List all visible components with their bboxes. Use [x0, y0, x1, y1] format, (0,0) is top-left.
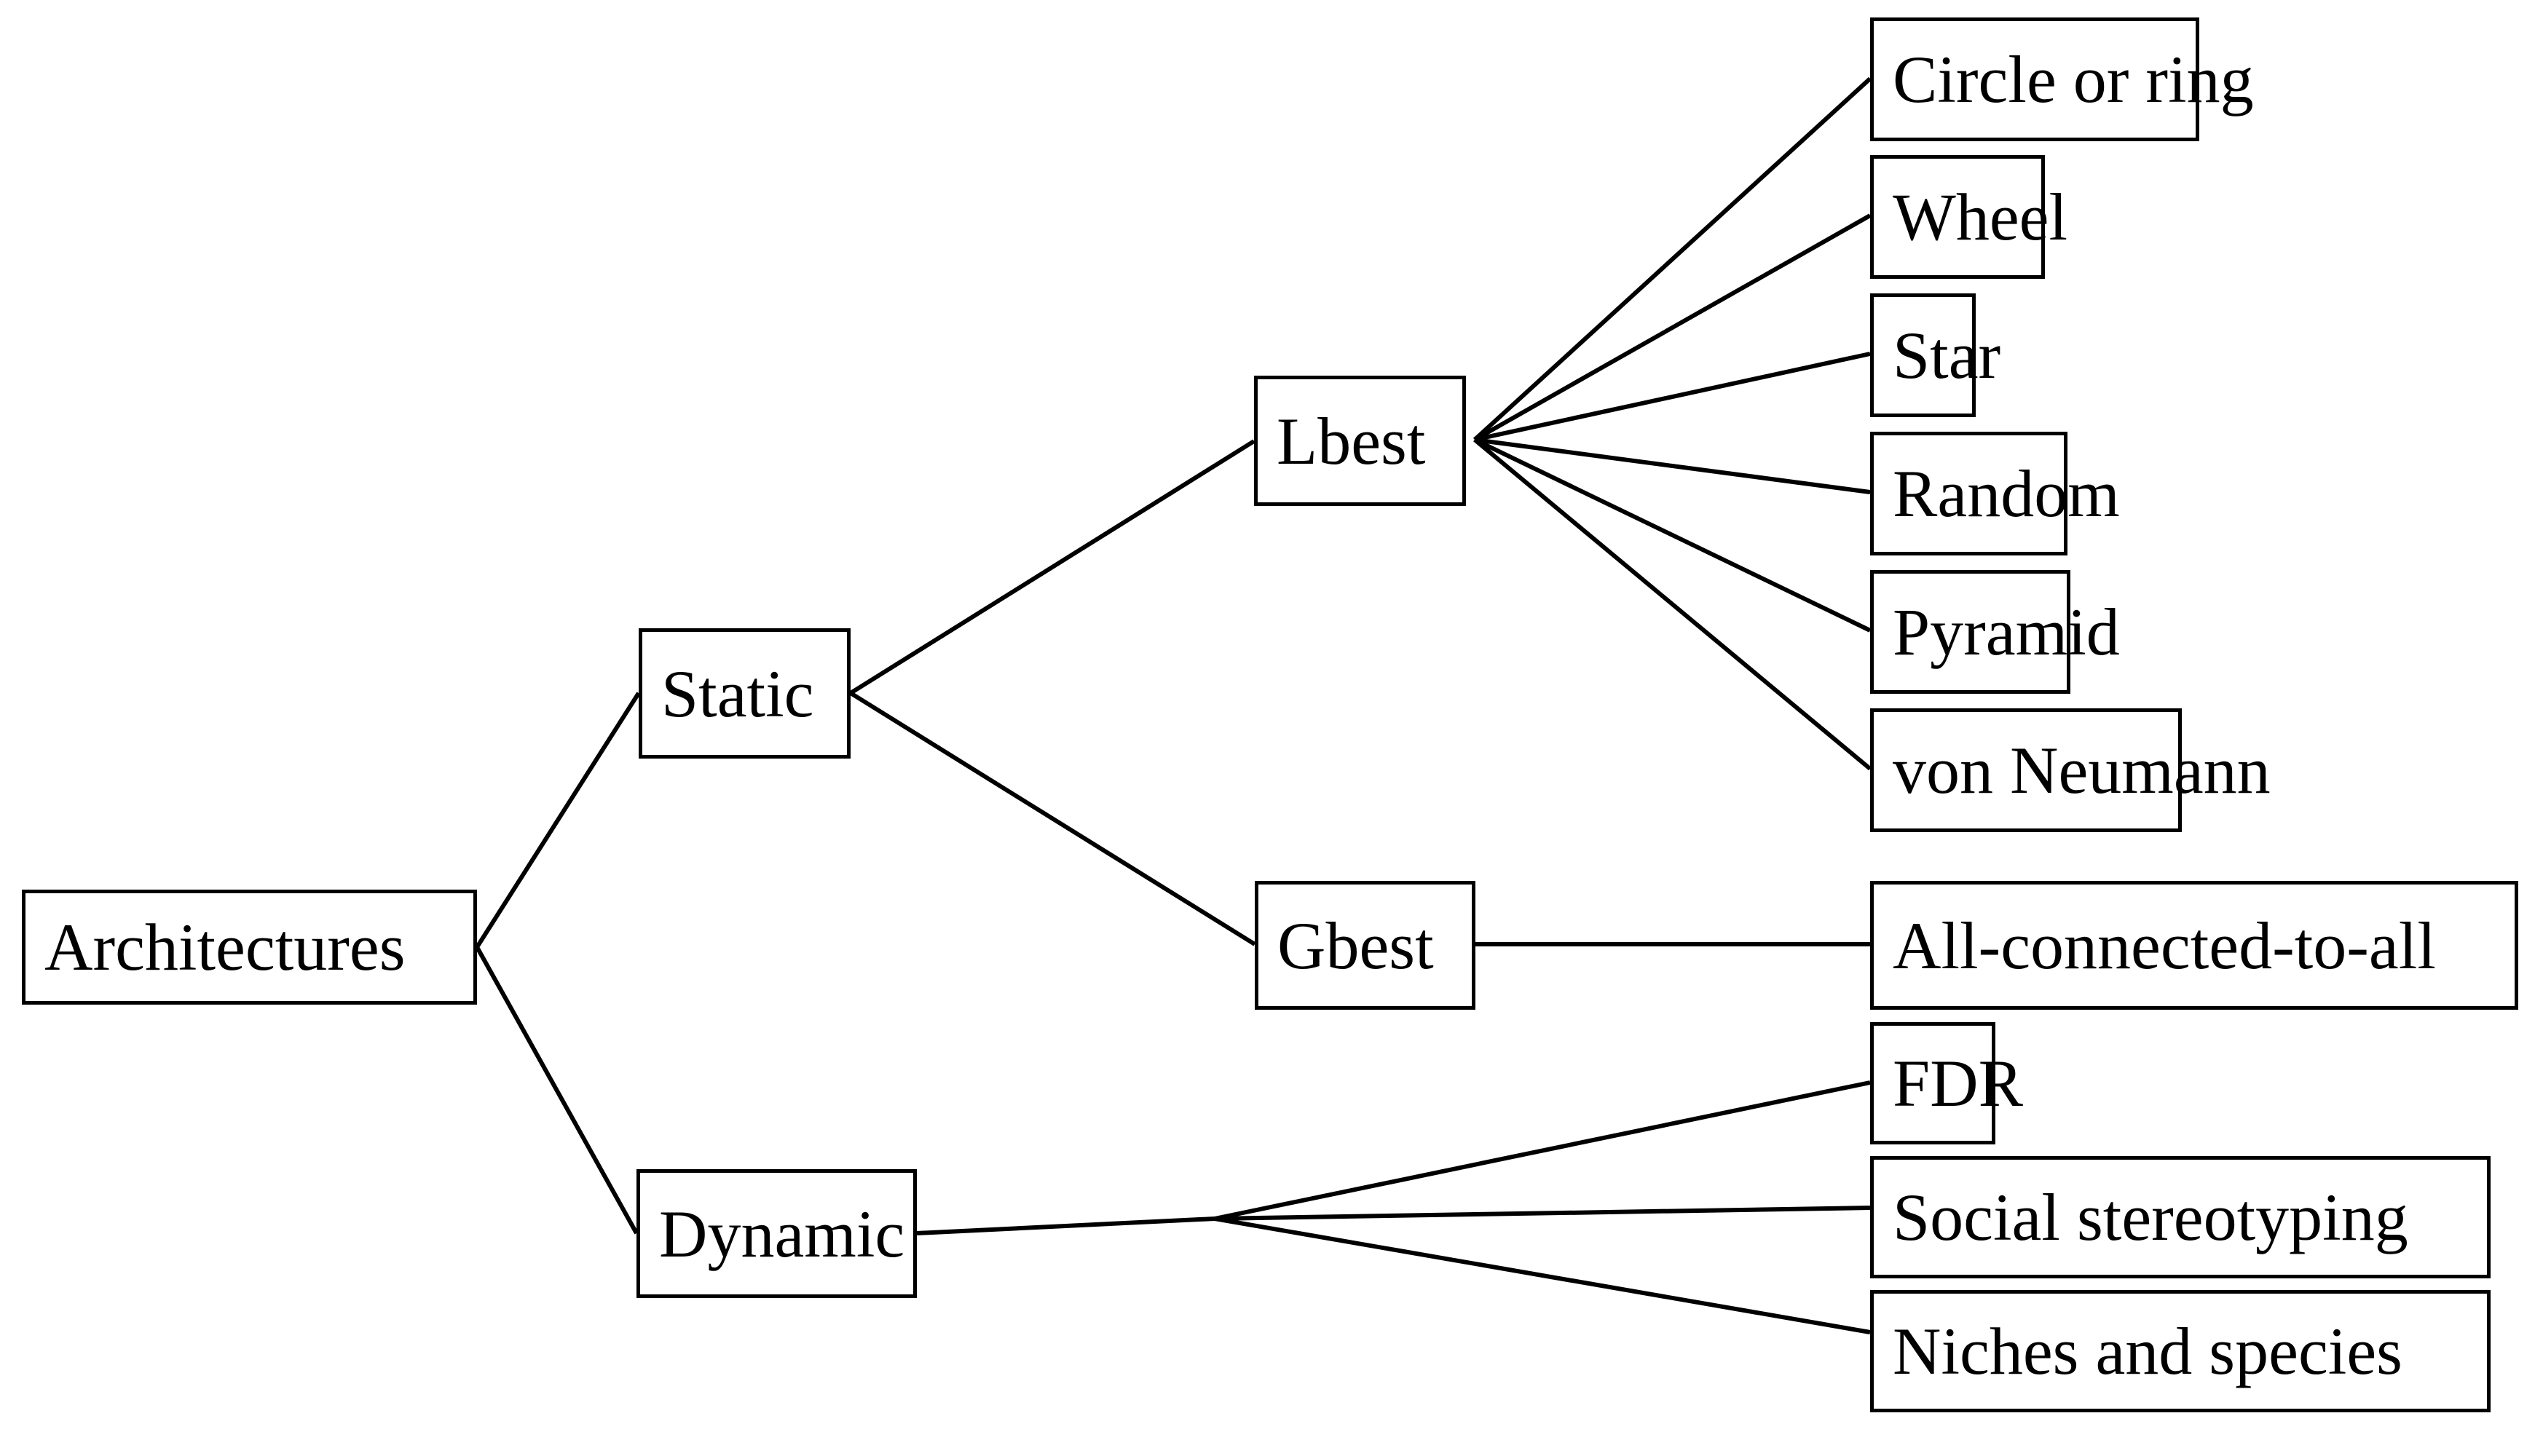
edge-junction-to-social-stereotyping: [1214, 1206, 1871, 1221]
edge-lbest-to-star: [1474, 352, 1871, 442]
node-lbest-label: Lbest: [1277, 403, 1426, 478]
node-fdr[interactable]: FDR: [1870, 1022, 2023, 1144]
node-static[interactable]: Static: [639, 628, 851, 759]
node-niches-and-species-label: Niches and species: [1893, 1314, 2402, 1388]
node-niches-and-species[interactable]: Niches and species: [1870, 1290, 2491, 1412]
node-pyramid-label: Pyramid: [1893, 595, 2120, 669]
node-circle-or-ring-label: Circle or ring: [1893, 42, 2254, 116]
node-gbest-label: Gbest: [1277, 908, 1434, 983]
node-star[interactable]: Star: [1870, 293, 2000, 417]
edge-dynamic-to-junction: [916, 1216, 1215, 1235]
node-dynamic-label: Dynamic: [659, 1196, 905, 1271]
node-von-neumann[interactable]: von Neumann: [1870, 708, 2271, 832]
node-random-label: Random: [1893, 456, 2120, 531]
node-social-stereotyping-label: Social stereotyping: [1893, 1180, 2408, 1254]
edge-junction-to-niches-and-species: [1214, 1216, 1871, 1334]
edge-lbest-to-von-neumann: [1473, 438, 1872, 771]
node-architectures-label: Architectures: [44, 910, 406, 984]
edge-static-to-lbest: [849, 439, 1255, 695]
edge-root-to-dynamic: [475, 946, 639, 1235]
node-circle-or-ring[interactable]: Circle or ring: [1870, 17, 2254, 141]
edge-static-to-gbest: [849, 691, 1256, 946]
node-wheel[interactable]: Wheel: [1870, 155, 2067, 279]
edge-root-to-static: [475, 692, 641, 949]
edge-junction-to-fdr: [1214, 1080, 1871, 1221]
node-all-connected-to-all-label: All-connected-to-all: [1893, 908, 2436, 983]
edge-lbest-to-wheel: [1473, 213, 1872, 442]
node-gbest[interactable]: Gbest: [1255, 881, 1475, 1010]
node-wheel-label: Wheel: [1893, 180, 2068, 254]
node-fdr-label: FDR: [1893, 1046, 2023, 1120]
node-architectures[interactable]: Architectures: [22, 890, 477, 1005]
node-von-neumann-label: von Neumann: [1893, 733, 2271, 807]
node-star-label: Star: [1893, 318, 2001, 392]
edge-lbest-to-circle-or-ring: [1472, 76, 1872, 442]
node-static-label: Static: [661, 656, 814, 731]
edge-lbest-to-random: [1474, 438, 1871, 494]
node-random[interactable]: Random: [1870, 432, 2120, 555]
node-lbest[interactable]: Lbest: [1254, 376, 1466, 506]
node-pyramid[interactable]: Pyramid: [1870, 570, 2120, 694]
node-dynamic[interactable]: Dynamic: [636, 1169, 917, 1298]
edge-lbest-to-pyramid: [1473, 438, 1872, 633]
node-social-stereotyping[interactable]: Social stereotyping: [1870, 1156, 2491, 1278]
node-all-connected-to-all[interactable]: All-connected-to-all: [1870, 881, 2518, 1010]
